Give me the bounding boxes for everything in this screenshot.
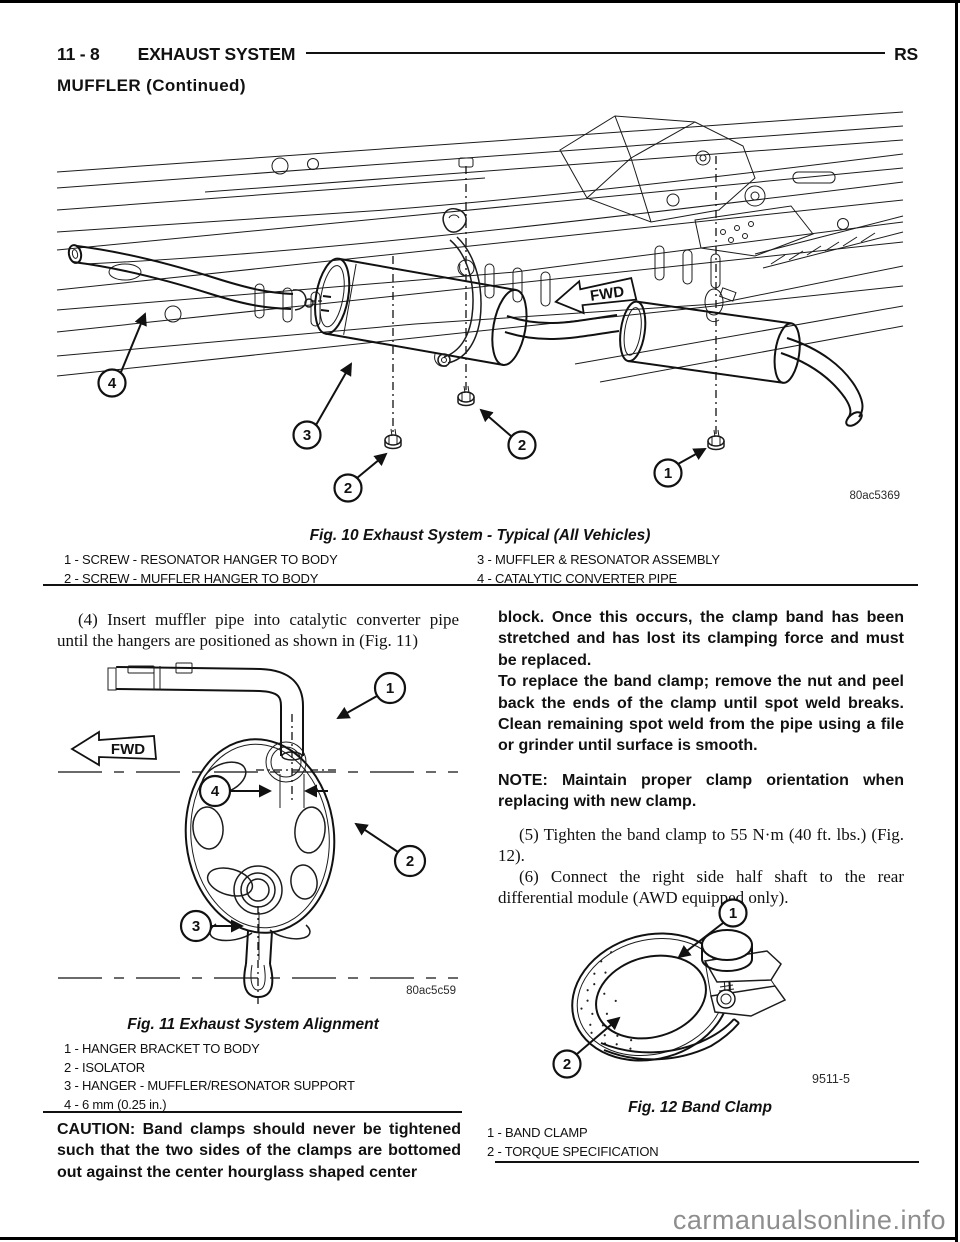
scan-edge-right xyxy=(955,0,958,1242)
site-watermark: carmanualsonline.info xyxy=(672,1205,946,1235)
replace-clamp-text: To replace the band clamp; remove the nu… xyxy=(498,673,904,755)
callout-2a: 2 xyxy=(344,480,352,497)
fwd-arrow: FWD xyxy=(70,730,157,767)
fig11-alignment-drawing: FWD 1 4 2 3 80ac5c59 xyxy=(58,662,458,1008)
fig10-image-code: 80ac5369 xyxy=(849,490,900,502)
callout-1: 1 xyxy=(386,680,394,697)
isolator xyxy=(184,738,336,942)
legend-item: 4 - 6 mm (0.25 in.) xyxy=(64,1096,167,1112)
caution-text: CAUTION: Band clamps should never be tig… xyxy=(57,1121,461,1181)
fig11-callouts: 1 4 2 3 xyxy=(179,671,427,943)
model-code: RS xyxy=(894,44,918,64)
scan-edge-top xyxy=(0,0,960,3)
fig11-image-code: 80ac5c59 xyxy=(406,985,456,997)
callout-4: 4 xyxy=(211,783,220,800)
legend-item: 2 - TORQUE SPECIFICATION xyxy=(487,1143,659,1159)
fig12-legend: 1 - BAND CLAMP 2 - TORQUE SPECIFICATION xyxy=(487,1124,659,1161)
legend-item: 3 - HANGER - MUFFLER/RESONATOR SUPPORT xyxy=(64,1078,355,1093)
fig10-legend-col2: 3 - MUFFLER & RESONATOR ASSEMBLY 4 - CAT… xyxy=(477,551,720,588)
band-clamp-paragraphs: block. Once this occurs, the clamp band … xyxy=(498,607,904,813)
right-column: block. Once this occurs, the clamp band … xyxy=(498,607,904,908)
fig10-caption: Fig. 10 Exhaust System - Typical (All Ve… xyxy=(309,527,651,544)
steps-5-6: (5) Tighten the band clamp to 55 N·m (40… xyxy=(498,824,904,908)
legend-item: 4 - CATALYTIC CONVERTER PIPE xyxy=(477,570,678,586)
muffler-body xyxy=(314,257,528,366)
callout-2: 2 xyxy=(406,853,414,870)
band-clamp-hardware xyxy=(701,929,787,1017)
legend-item: 2 - SCREW - MUFFLER HANGER TO BODY xyxy=(64,570,319,586)
callout-3: 3 xyxy=(303,427,311,444)
step-4-paragraph: (4) Insert muffler pipe into catalytic c… xyxy=(57,609,459,651)
legend-item: 1 - BAND CLAMP xyxy=(487,1125,588,1140)
step-6-text: (6) Connect the right side half shaft to… xyxy=(498,866,904,907)
step-5-text: (5) Tighten the band clamp to 55 N·m (40… xyxy=(498,824,904,865)
fig10-callouts: 4 3 2 2 1 xyxy=(97,312,707,503)
callout-2b: 2 xyxy=(518,437,526,454)
legend-item: 2 - ISOLATOR xyxy=(64,1059,145,1075)
callout-3: 3 xyxy=(192,918,200,935)
hanger-bracket xyxy=(107,662,336,804)
hanger-rod xyxy=(243,906,274,1008)
callout-4: 4 xyxy=(108,375,117,392)
header-rule xyxy=(306,52,886,54)
fwd-label: FWD xyxy=(589,283,625,305)
fig12-callouts: 1 2 xyxy=(552,898,748,1079)
exhaust-assembly xyxy=(67,207,864,451)
fig10-exhaust-system-drawing: FWD 4 3 2 2 1 80ac5369 xyxy=(56,111,904,503)
step-4-text: (4) Insert muffler pipe into catalytic c… xyxy=(57,610,459,650)
legend-item: 1 - SCREW - RESONATOR HANGER TO BODY xyxy=(64,552,338,567)
note-text: NOTE: Maintain proper clamp orientation … xyxy=(498,771,904,811)
caution-paragraph: CAUTION: Band clamps should never be tig… xyxy=(57,1119,461,1183)
right-column-rule xyxy=(495,1161,919,1163)
fig12-caption: Fig. 12 Band Clamp xyxy=(628,1099,772,1116)
subsection-title: MUFFLER (Continued) xyxy=(57,76,246,95)
legend-item: 3 - MUFFLER & RESONATOR ASSEMBLY xyxy=(477,552,720,567)
section-title: EXHAUST SYSTEM xyxy=(137,44,296,64)
fig12-band-clamp-drawing: 1 2 9511-5 xyxy=(552,898,850,1086)
left-column-rule xyxy=(43,1111,462,1114)
callout-1: 1 xyxy=(729,905,737,922)
fig10-legend-col1: 1 - SCREW - RESONATOR HANGER TO BODY 2 -… xyxy=(64,551,338,588)
fig11-legend: 1 - HANGER BRACKET TO BODY 2 - ISOLATOR … xyxy=(64,1040,355,1114)
fwd-arrow: FWD xyxy=(554,277,638,315)
fig12-image-code: 9511-5 xyxy=(812,1072,850,1086)
continuation-text: block. Once this occurs, the clamp band … xyxy=(498,609,904,669)
underbody-floorpan-sketch xyxy=(56,111,904,383)
page-header: 11 - 8 EXHAUST SYSTEM RS xyxy=(57,44,918,65)
legend-item: 1 - HANGER BRACKET TO BODY xyxy=(64,1041,260,1056)
callout-2: 2 xyxy=(563,1056,571,1073)
fwd-label: FWD xyxy=(111,741,145,758)
callout-1: 1 xyxy=(664,465,672,482)
full-width-rule xyxy=(43,584,918,587)
page-number: 11 - 8 xyxy=(57,44,100,64)
resonator-body xyxy=(619,300,801,384)
scan-edge-bottom xyxy=(0,1237,958,1240)
fig11-caption: Fig. 11 Exhaust System Alignment xyxy=(127,1016,379,1033)
